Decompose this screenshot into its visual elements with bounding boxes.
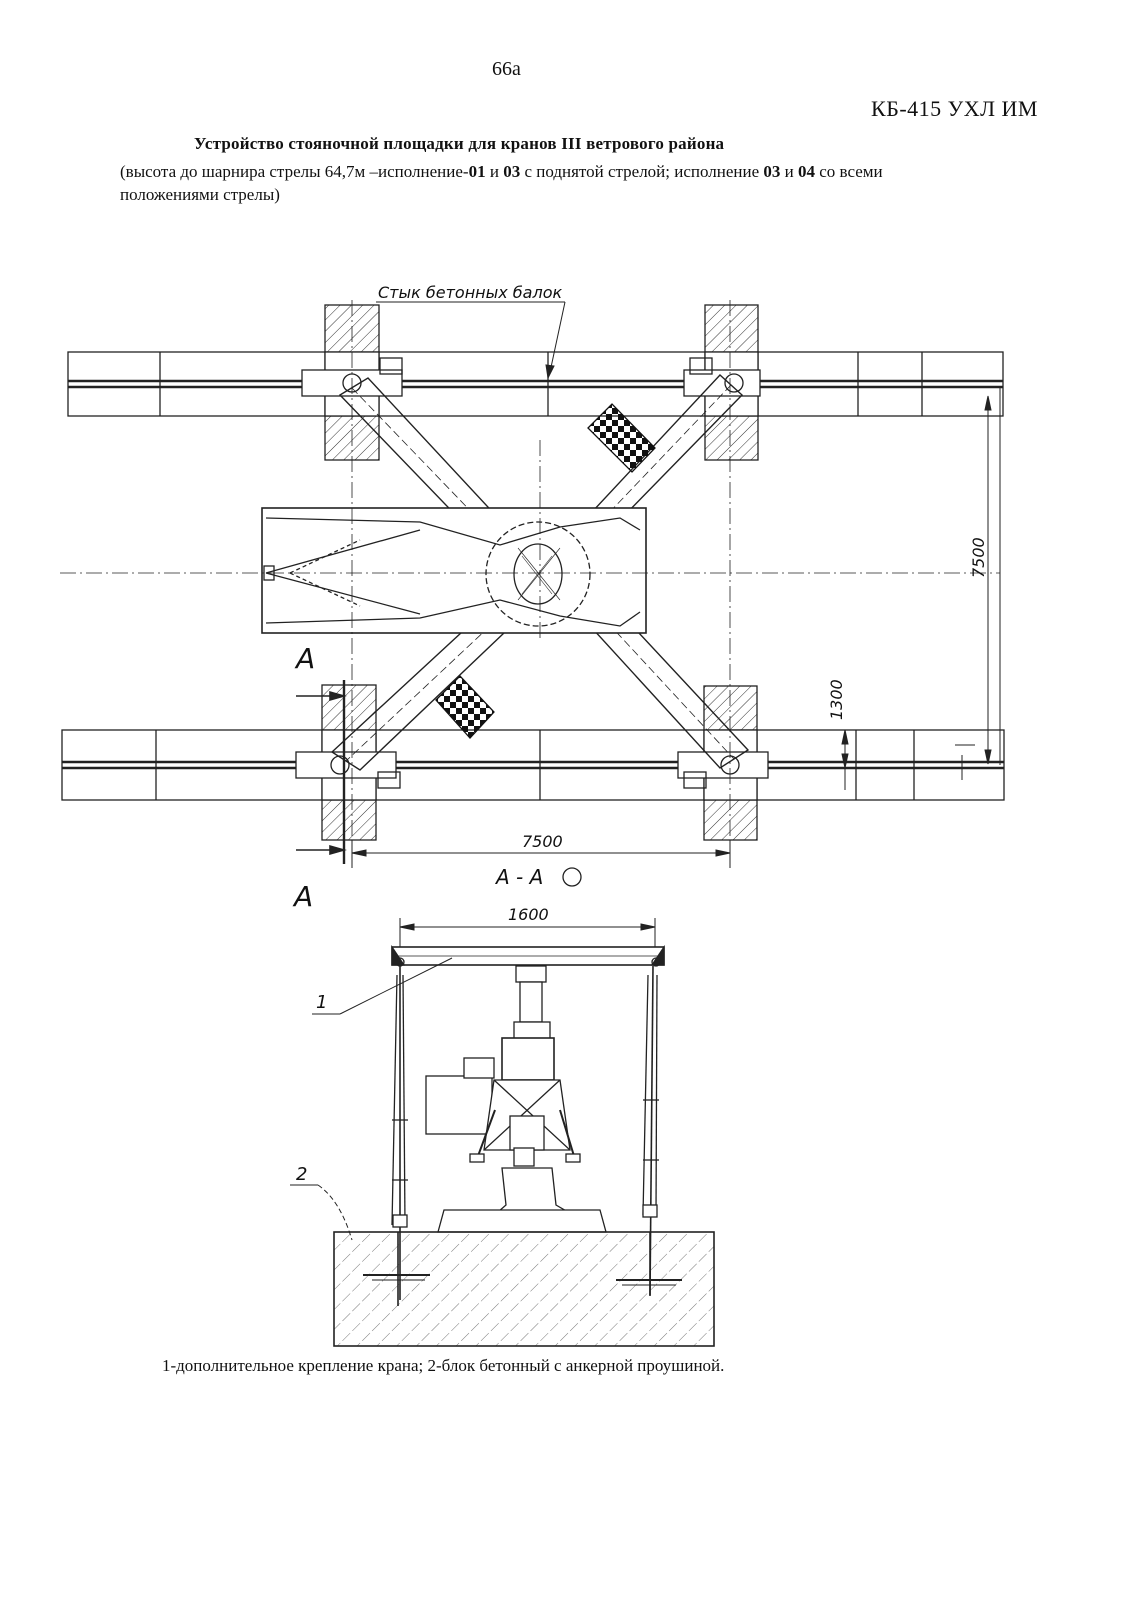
crane-chassis [425,965,581,1167]
plan-view: Стык бетонных балок 7500 1300 7500 А А А… [60,283,1005,913]
page-subtitle: (высота до шарнира стрелы 64,7м –исполне… [120,162,883,204]
dimension-base [351,840,731,868]
concrete-beam-head [437,1209,607,1233]
dimension-1300: 1300 [827,679,846,720]
section-view: 1600 [290,905,715,1347]
leader-label-2: 2 [296,1164,307,1185]
dimension-1600: 1600 [508,905,549,924]
tie-rod-right [642,965,659,1296]
concrete-beam-top [67,351,1004,417]
leader-1 [312,957,453,1015]
rotate-view-icon [562,867,582,887]
dimension-width [399,918,656,960]
bogie-top-right [683,357,761,397]
document-code: КБ-415 УХЛ ИМ [871,96,1038,121]
section-marks [296,680,347,864]
section-title: А - А [494,865,543,889]
figure-caption: 1-дополнительное крепление крана; 2-блок… [162,1356,725,1375]
beam-joint-leader [376,301,566,380]
concrete-beam-bottom [61,729,1005,801]
ballast-block-top [587,403,656,473]
section-mark-a-top: А [294,642,315,675]
rail [496,1167,571,1213]
dimension-7500-vertical: 7500 [969,537,988,578]
section-mark-a-bottom: А [292,880,313,913]
ballast-block-bottom [435,675,495,739]
bogie-bottom-left [295,751,401,789]
dimension-7500-horizontal: 7500 [522,832,563,851]
cross-beam [391,944,665,967]
dimension-block-offset [841,729,975,790]
beam-joint-label: Стык бетонных балок [378,283,562,302]
concrete-block [333,1231,715,1347]
leader-label-1: 1 [316,992,327,1013]
page-title: Устройство стояночной площадки для крано… [194,134,725,153]
portal-frame [261,507,647,634]
page-number: 66а [492,58,521,80]
bogie-bottom-right [677,751,769,789]
dimension-track-gauge [984,387,1001,765]
leader-2 [290,1184,353,1241]
center-lines [60,300,1000,868]
